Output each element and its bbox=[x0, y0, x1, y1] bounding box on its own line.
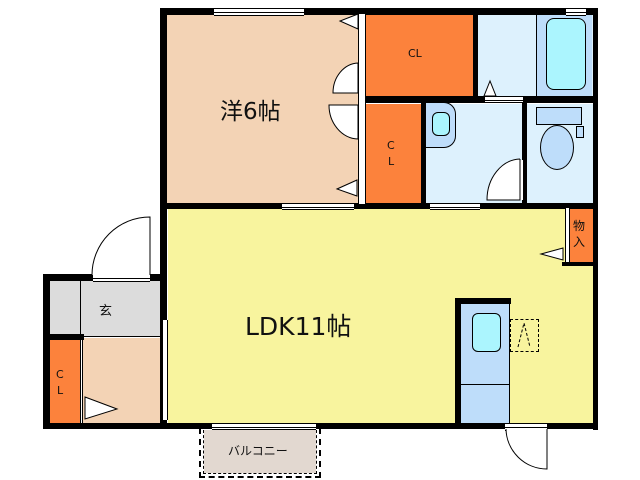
western-room bbox=[166, 14, 360, 204]
closet-entrance-door bbox=[80, 340, 83, 423]
arrow-closet-top-icon bbox=[338, 13, 359, 30]
wall bbox=[160, 208, 167, 429]
washbasin-bowl-icon bbox=[432, 112, 450, 136]
door-bath bbox=[485, 96, 523, 103]
wall bbox=[43, 423, 167, 429]
bathtub-icon bbox=[546, 18, 586, 90]
western-room-label: 洋6帖 bbox=[220, 99, 281, 125]
window-western-top bbox=[214, 8, 304, 16]
storage-closet bbox=[568, 208, 594, 264]
balcony-outline bbox=[199, 428, 321, 478]
door-swing-toilet-icon bbox=[486, 158, 521, 201]
step-line bbox=[81, 336, 161, 337]
wall bbox=[522, 98, 527, 208]
wall bbox=[358, 96, 598, 103]
ldk-room bbox=[168, 208, 594, 424]
wall bbox=[562, 262, 598, 266]
door-swing-closet-mid-icon bbox=[328, 104, 359, 140]
kitchen-divider bbox=[460, 384, 510, 385]
balcony-label: バルコニー bbox=[228, 444, 288, 458]
storage-label-2: 入 bbox=[573, 235, 586, 249]
wall bbox=[43, 274, 50, 429]
closet-entrance-label-1: C bbox=[56, 368, 64, 381]
arrow-storage-icon bbox=[539, 247, 564, 261]
window-bath bbox=[566, 8, 586, 16]
closet-top bbox=[364, 14, 474, 98]
closet-entrance-label-2: L bbox=[57, 384, 64, 397]
wall bbox=[421, 98, 426, 208]
wall bbox=[455, 298, 461, 428]
entrance-divider bbox=[80, 281, 81, 336]
wall bbox=[455, 298, 511, 304]
stove-hood-icon bbox=[510, 319, 539, 352]
toilet-bowl-icon bbox=[540, 125, 574, 170]
arrow-closet-entrance-icon bbox=[84, 396, 119, 420]
closet-entrance bbox=[49, 340, 80, 424]
wall bbox=[593, 8, 598, 430]
opening-western-ldk bbox=[282, 203, 354, 210]
closet-mid-label-2: L bbox=[388, 155, 395, 168]
wall bbox=[160, 8, 167, 212]
wall bbox=[565, 208, 570, 264]
opening-washroom-ldk bbox=[430, 203, 480, 210]
storage-label-1: 物 bbox=[573, 219, 586, 233]
kitchen-sink-icon bbox=[472, 313, 501, 352]
toilet-handle-icon bbox=[576, 126, 584, 138]
entrance-label: 玄 bbox=[99, 304, 113, 319]
wall bbox=[43, 274, 93, 281]
arrow-bath-icon bbox=[483, 79, 497, 97]
stove-hood-mark-icon bbox=[517, 322, 531, 348]
door-swing-entrance-icon bbox=[91, 216, 151, 276]
wall bbox=[473, 8, 478, 103]
wall bbox=[150, 274, 167, 281]
closet-mid-label-1: C bbox=[387, 139, 395, 152]
closet-top-label: CL bbox=[408, 47, 422, 60]
closet-middle bbox=[364, 104, 422, 204]
wall bbox=[160, 203, 598, 209]
wall bbox=[43, 334, 84, 340]
sliding-door-ldk-hall bbox=[162, 320, 168, 420]
entrance-genkan bbox=[49, 280, 161, 336]
ldk-label: LDK11帖 bbox=[245, 312, 352, 341]
balcony bbox=[204, 430, 316, 473]
wall bbox=[160, 8, 598, 15]
door-swing-ldk-exit-icon bbox=[505, 428, 548, 470]
arrow-closet-mid-icon bbox=[335, 179, 358, 197]
door-swing-closet-top-icon bbox=[332, 62, 359, 94]
window-balcony bbox=[212, 423, 316, 430]
toilet-tank-icon bbox=[536, 107, 582, 125]
balcony-inner-outline bbox=[203, 430, 317, 474]
wall bbox=[160, 423, 598, 429]
